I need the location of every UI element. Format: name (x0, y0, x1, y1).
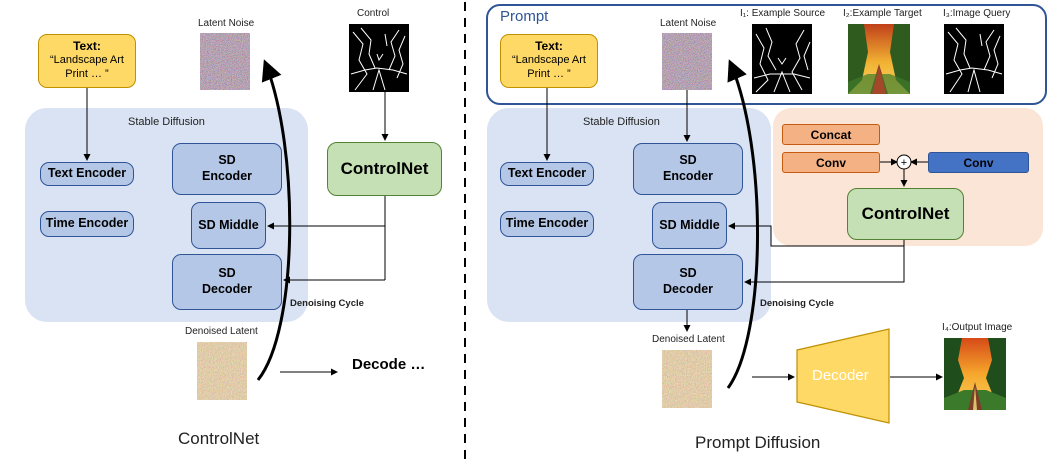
caption-right: Prompt Diffusion (695, 433, 821, 452)
prompt-label: Prompt (500, 8, 549, 25)
control-edge-image (349, 24, 409, 92)
text-prompt-title-right: Text: (535, 39, 563, 53)
decoder-trapezoid (796, 328, 890, 424)
example-source-label: I₁: Example Source (740, 8, 826, 19)
controlnet-block-left: ControlNet (327, 142, 442, 196)
controlnet-block-right: ControlNet (847, 188, 964, 240)
text-prompt-box-left: Text: “Landscape Art Print … ” (38, 34, 136, 88)
image-query-image (944, 24, 1004, 94)
section-divider (464, 2, 466, 462)
sd-middle-left: SD Middle (191, 202, 266, 249)
denoising-cycle-label-left: Denoising Cycle (290, 298, 364, 309)
example-target-image (848, 24, 910, 94)
stable-diffusion-label-left: Stable Diffusion (128, 116, 205, 128)
denoised-latent-image-right (662, 350, 712, 408)
prompt-box (486, 4, 1047, 105)
denoised-latent-image-left (197, 342, 247, 400)
latent-noise-label-left: Latent Noise (198, 18, 255, 29)
denoised-latent-label-right: Denoised Latent (652, 334, 725, 345)
denoising-cycle-arrow-left (256, 59, 292, 381)
conv-block-left: Conv (782, 152, 880, 173)
image-query-label: I₃:Image Query (943, 8, 1011, 19)
denoised-latent-label-left: Denoised Latent (185, 326, 258, 337)
denoising-cycle-arrow-right (726, 59, 759, 389)
time-encoder-right: Time Encoder (500, 211, 594, 237)
caption-left: ControlNet (178, 429, 260, 448)
example-source-image (752, 24, 812, 94)
concat-block: Concat (782, 124, 880, 145)
example-target-label: I₂:Example Target (843, 8, 922, 19)
latent-noise-image-right (662, 33, 712, 90)
latent-noise-image-left (200, 33, 250, 90)
arrow-cn-to-middle-right (728, 222, 905, 247)
decoder-label: Decoder (812, 367, 869, 384)
sd-decoder-right: SD Decoder (633, 254, 743, 310)
text-prompt-box-right: Text: “Landscape Art Print … ” (500, 34, 598, 88)
arrow-cn-to-decoder-right (744, 246, 905, 286)
sd-encoder-left: SD Encoder (172, 143, 282, 195)
text-encoder-left: Text Encoder (40, 162, 134, 186)
output-image (944, 338, 1006, 410)
decode-label: Decode … (352, 356, 426, 373)
text-encoder-right: Text Encoder (500, 162, 594, 186)
sd-middle-right: SD Middle (652, 202, 727, 249)
latent-noise-label-right: Latent Noise (660, 18, 717, 29)
text-prompt-body-left: “Landscape Art Print … ” (50, 54, 124, 80)
plus-glyph: + (901, 157, 907, 169)
text-prompt-body-right: “Landscape Art Print … ” (512, 54, 586, 80)
sd-encoder-right: SD Encoder (633, 143, 743, 195)
time-encoder-left: Time Encoder (40, 211, 134, 237)
denoising-cycle-label-right: Denoising Cycle (760, 298, 834, 309)
output-image-label: I₄:Output Image (942, 322, 1013, 333)
text-prompt-title-left: Text: (73, 39, 101, 53)
sd-decoder-left: SD Decoder (172, 254, 282, 310)
control-label: Control (357, 8, 390, 19)
stable-diffusion-label-right: Stable Diffusion (583, 116, 660, 128)
conv-block-right: Conv (928, 152, 1029, 173)
